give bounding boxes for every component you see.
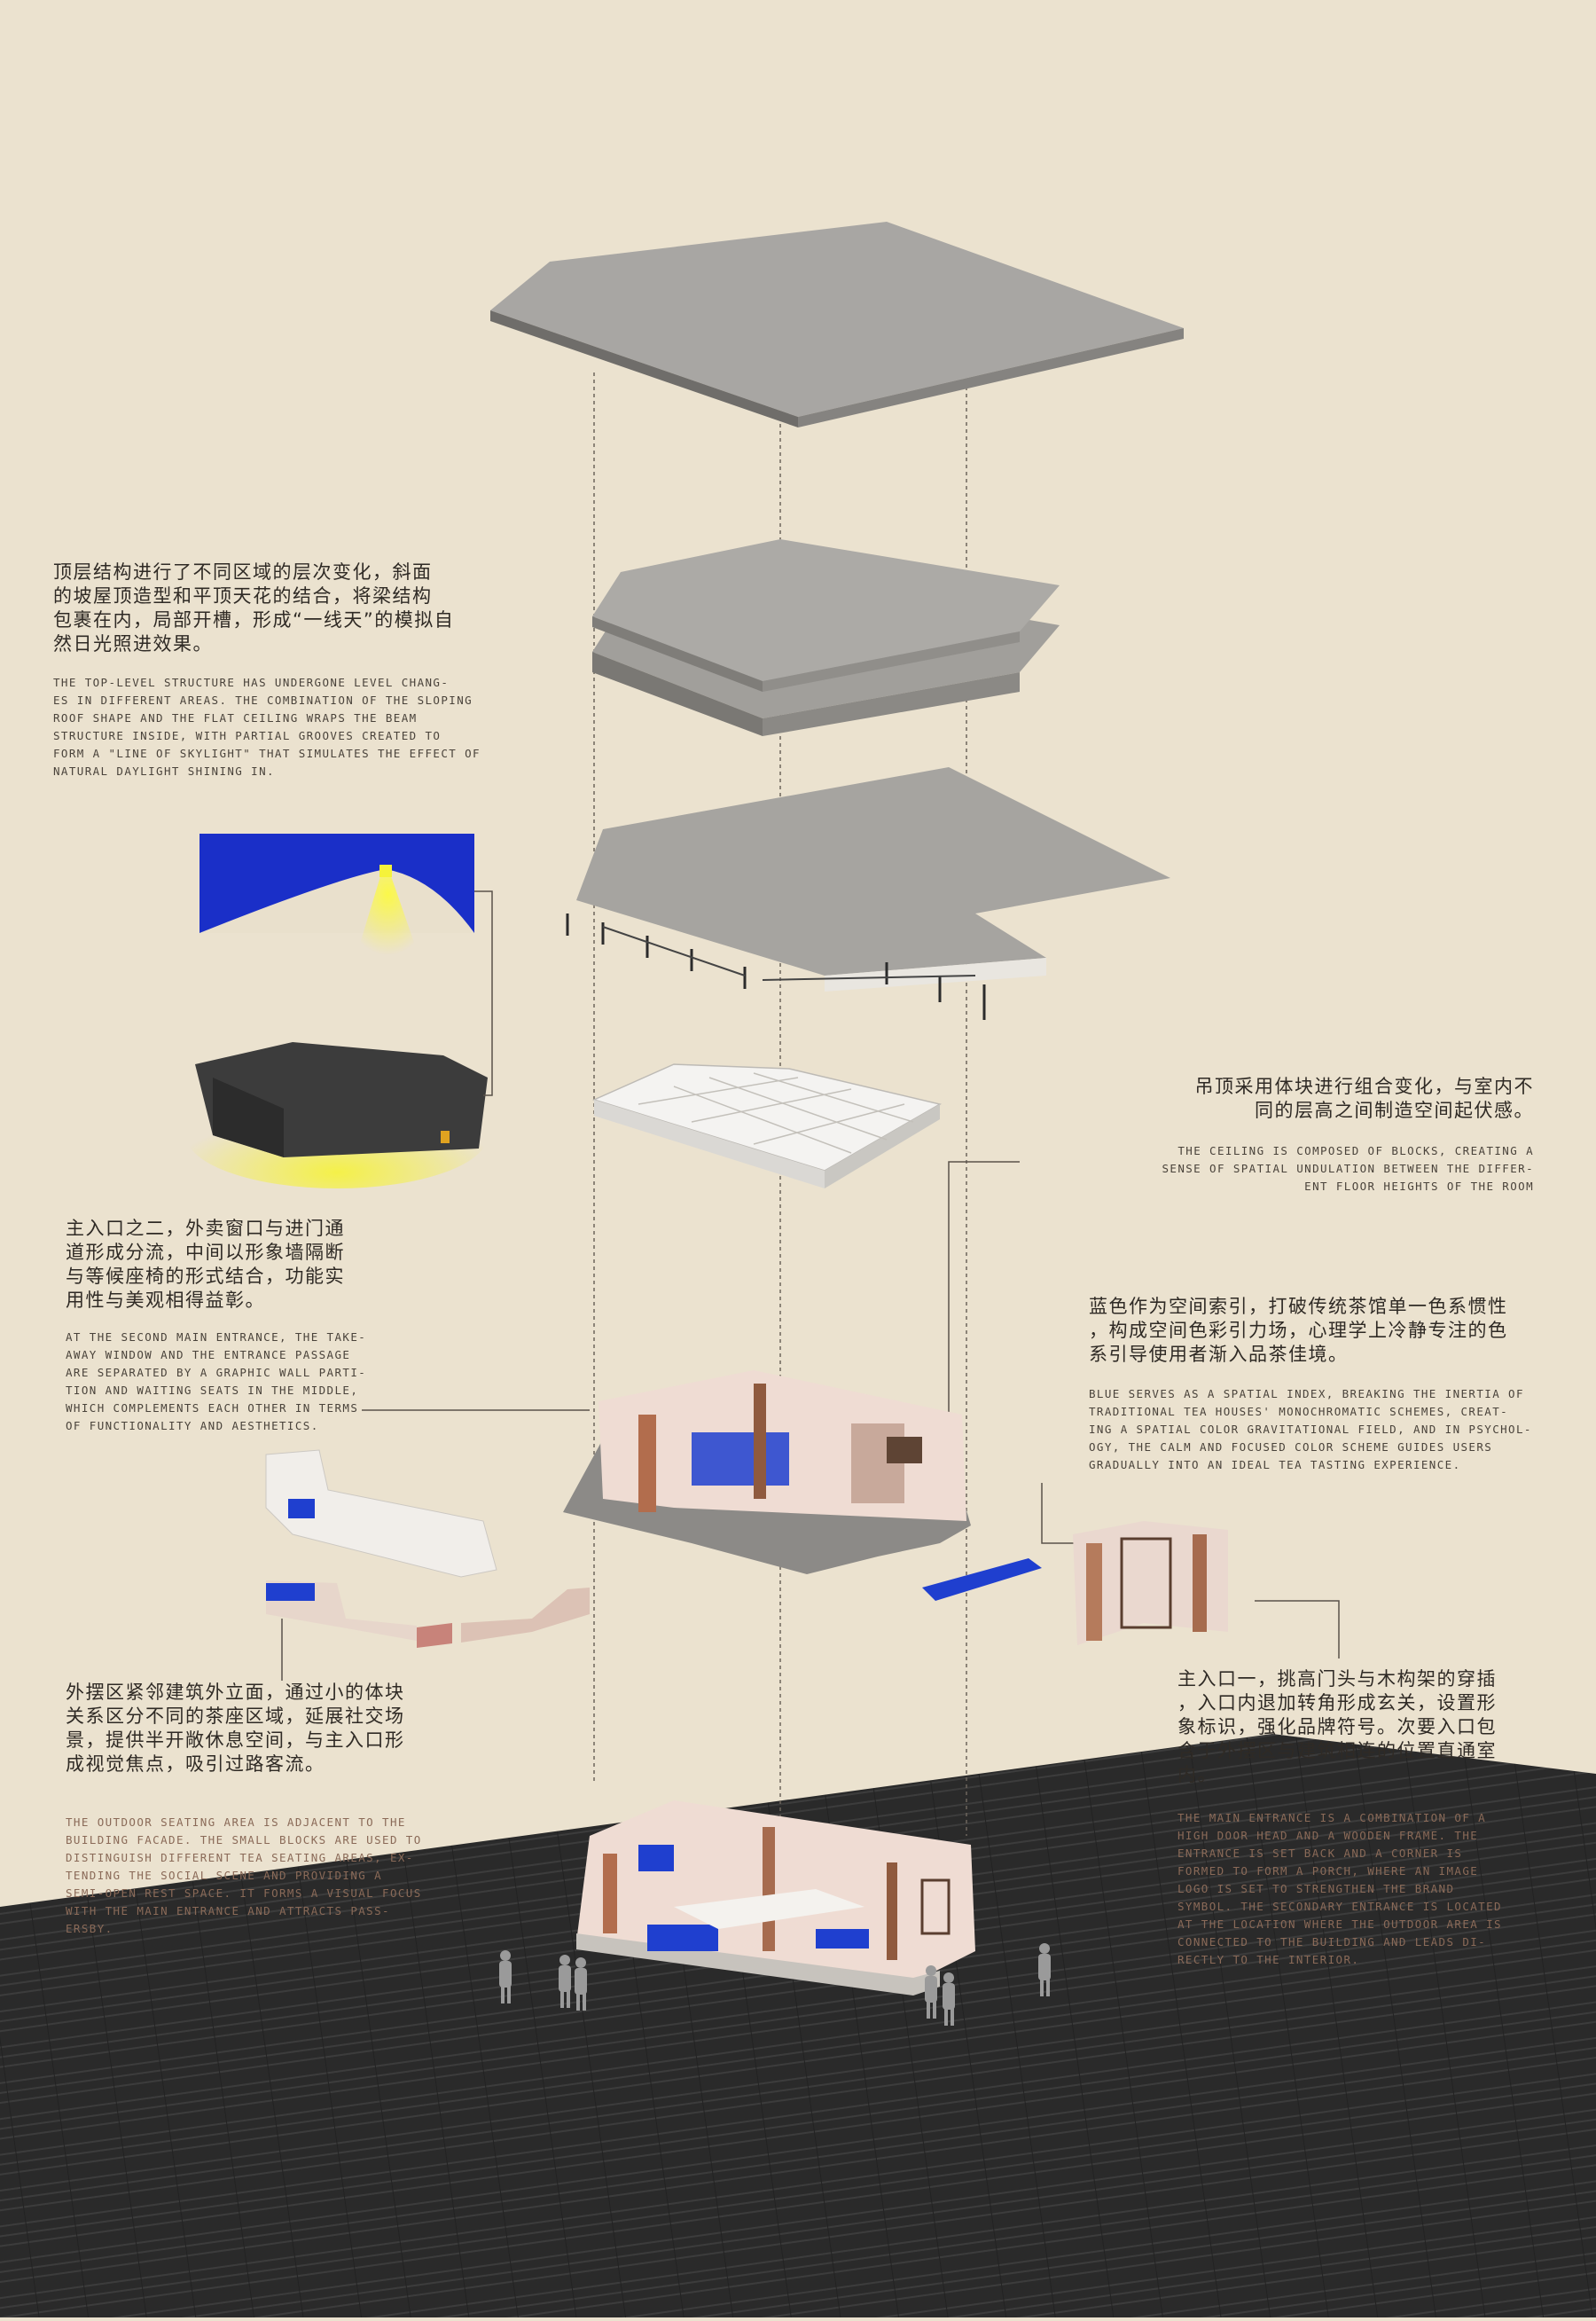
- beam-slab: [566, 767, 1170, 1020]
- outdoor-annotation-en: THE OUTDOOR SEATING AREA IS ADJACENT TO …: [66, 1815, 422, 1935]
- dark-volume: [186, 1042, 488, 1188]
- ceiling-annotation-zh: 吊顶采用体块进行组合变化，与室内不 同的层高之间制造空间起伏感。: [1194, 1076, 1534, 1121]
- blue-index-annotation-en: BLUE SERVES AS A SPATIAL INDEX, BREAKING…: [1089, 1387, 1532, 1471]
- second-entrance-annotation-zh: 主入口之二，外卖窗口与进门通 道形成分流，中间以形象墙隔断 与等候座椅的形式结合…: [66, 1218, 345, 1311]
- grid-ceiling: [591, 1063, 943, 1188]
- blue-bench: [922, 1558, 1042, 1601]
- outdoor-annotation-zh: 外摆区紧邻建筑外立面，通过小的体块 关系区分不同的茶座区域，延展社交场 景，提供…: [66, 1682, 405, 1775]
- ceiling-annotation-en: THE CEILING IS COMPOSED OF BLOCKS, CREAT…: [1162, 1144, 1534, 1193]
- roof-slab: [490, 222, 1184, 427]
- main-entrance-annotation-en: THE MAIN ENTRANCE IS A COMBINATION OF A …: [1177, 1811, 1502, 1966]
- interior-floor-module: [563, 1370, 971, 1574]
- ground-plane: [0, 1734, 1596, 2317]
- roof-annotation-en: THE TOP-LEVEL STRUCTURE HAS UNDERGONE LE…: [53, 676, 481, 778]
- blue-index-annotation-zh: 蓝色作为空间索引，打破传统茶馆单一色系惯性 ，构成空间色彩引力场，心理学上冷静专…: [1089, 1296, 1508, 1365]
- main-entrance-annotation-zh: 主入口一，挑高门头与木构架的穿插 ，入口内退加转角形成玄关，设置形 象标识，强化…: [1177, 1668, 1497, 1785]
- entrance-frame: [1073, 1521, 1228, 1645]
- second-entrance-annotation-en: AT THE SECOND MAIN ENTRANCE, THE TAKE- A…: [66, 1330, 367, 1432]
- leader-lines: [281, 890, 1340, 1681]
- ceiling-slab-upper: [592, 539, 1060, 692]
- outdoor-blocks: [265, 1449, 590, 1648]
- assembled-teahouse: [576, 1800, 975, 1996]
- roof-annotation-zh: 顶层结构进行了不同区域的层次变化，斜面 的坡屋顶造型和平顶天花的结合，将梁结构 …: [53, 561, 455, 655]
- skylight-inset: [200, 834, 474, 976]
- people-silhouettes: [499, 1943, 1051, 2026]
